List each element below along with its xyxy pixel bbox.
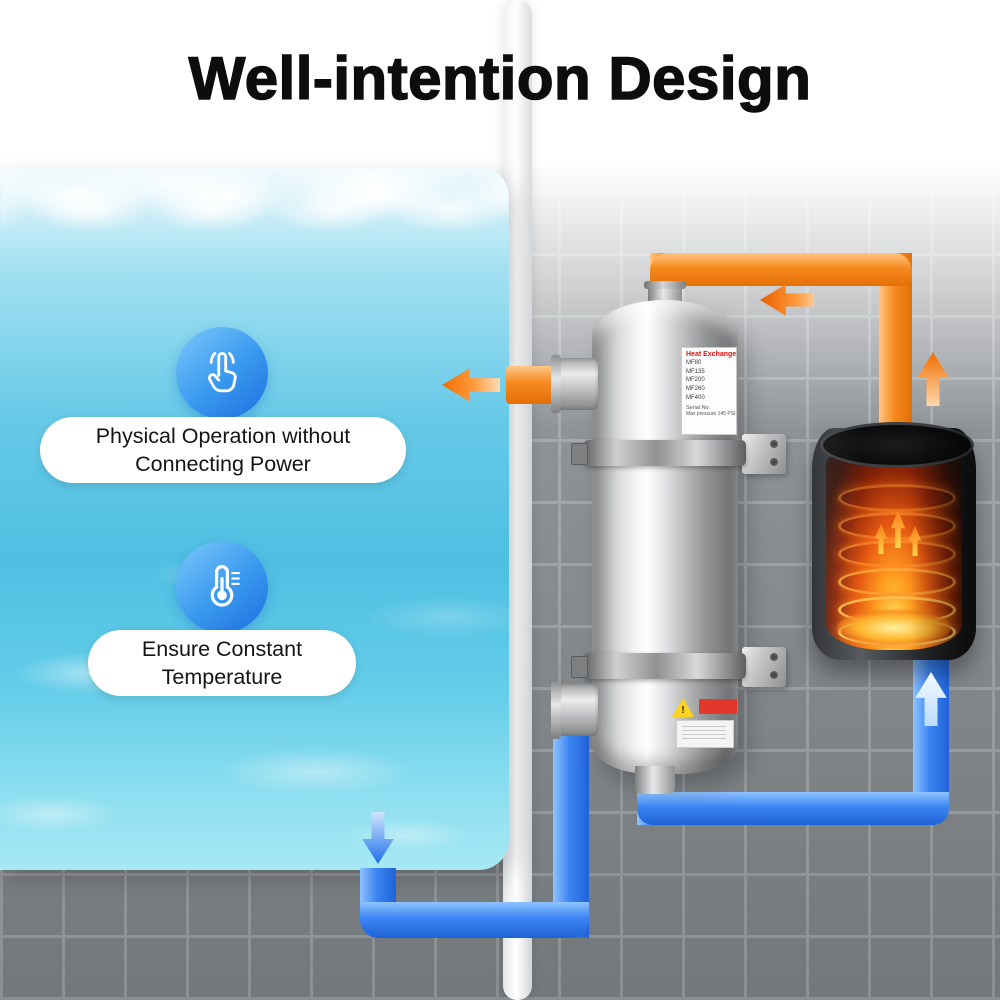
cold-pipe-bottom-right	[637, 792, 949, 825]
exchanger-upper-left-port	[551, 355, 598, 413]
spec-serial: Serial No.	[686, 405, 711, 412]
feature-line: Temperature	[161, 665, 283, 689]
warning-red-label	[699, 699, 737, 714]
heater-top-opening	[820, 422, 974, 468]
barcode-sticker	[676, 720, 734, 748]
feature-text-operation: Physical Operation without Connecting Po…	[40, 417, 406, 483]
thermometer-icon	[196, 559, 248, 616]
spec-pressure: Max pressure 145 PSI	[686, 411, 736, 418]
feature-line: Connecting Power	[135, 452, 311, 476]
feature-text-temperature: Ensure Constant Temperature	[88, 630, 356, 696]
page-title: Well-intention Design	[188, 44, 812, 113]
exchanger-lower-left-port	[551, 681, 598, 739]
touch-icon	[196, 345, 248, 402]
spec-model: MF200	[686, 377, 705, 384]
spec-model: MF135	[686, 368, 705, 375]
heater-base-glow	[836, 610, 952, 646]
mounting-bracket-upper	[742, 434, 786, 474]
feature-line: Physical Operation without	[95, 423, 351, 448]
mounting-bracket-lower	[742, 647, 786, 687]
spec-model: MF260	[686, 386, 705, 393]
exchanger-top-port	[644, 281, 686, 304]
clamp-band-lower	[571, 653, 746, 679]
heater-tank	[812, 422, 976, 660]
hot-pipe-top-horizontal	[650, 253, 912, 286]
feature-icon-badge-temperature	[176, 541, 268, 633]
heater-sheen	[812, 428, 976, 660]
heating-coil	[838, 568, 956, 596]
heater-glow-chamber	[826, 446, 962, 650]
cold-pipe-bottom-left	[360, 902, 589, 938]
feature-icon-badge-operation	[176, 327, 268, 419]
feature-line: Ensure Constant	[141, 636, 303, 661]
exchanger-spec-label: Heat Exchange MF80 MF135 MF200 MF260 MF4…	[681, 347, 737, 435]
pool-water-panel	[0, 167, 509, 870]
spec-label-title: Heat Exchange	[686, 351, 737, 358]
spec-model: MF400	[686, 394, 705, 401]
heating-coil	[838, 484, 956, 512]
clamp-band-upper	[571, 440, 746, 466]
spec-model: MF80	[686, 360, 702, 366]
exchanger-bottom-port	[635, 766, 675, 794]
